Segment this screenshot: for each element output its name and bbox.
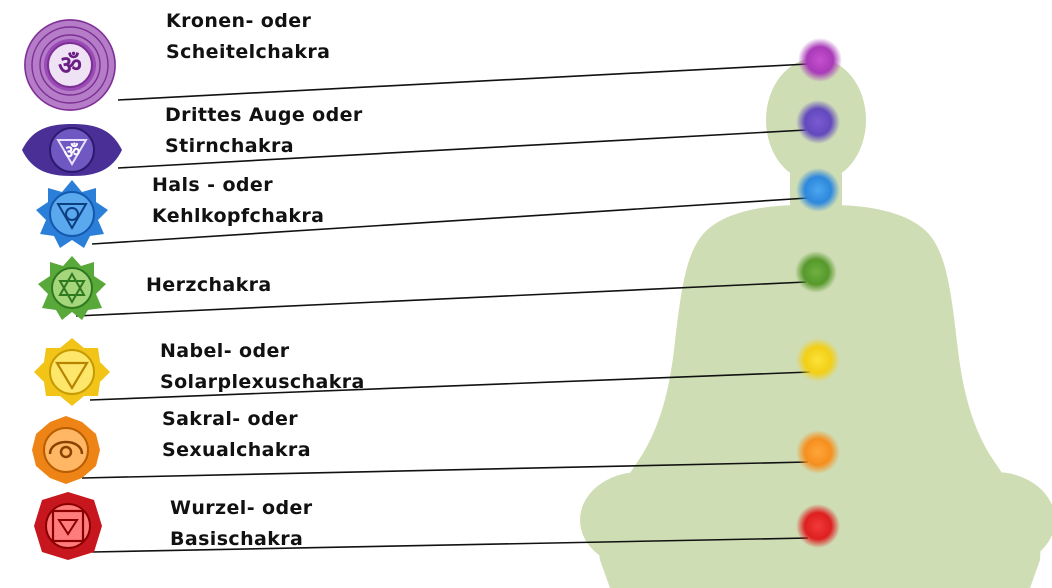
throat-chakra-label: Hals - oder Kehlkopfchakra — [152, 170, 324, 232]
heart-chakra-label-line1: Herzchakra — [146, 270, 272, 301]
third-eye-chakra-label: Drittes Auge oder Stirnchakra — [165, 100, 363, 162]
throat-chakra-label-line1: Hals - oder — [152, 170, 324, 201]
heart-dot — [795, 251, 837, 293]
solar-plexus-dot — [796, 338, 840, 382]
sacral-chakra-label: Sakral- oder Sexualchakra — [162, 404, 311, 466]
throat-dot — [796, 168, 840, 212]
crown-chakra-label: Kronen- oder Scheitelchakra — [166, 6, 330, 68]
crown-chakra-lotus-icon: ॐ — [24, 19, 116, 111]
solar-plexus-chakra-label: Nabel- oder Solarplexuschakra — [160, 336, 365, 398]
third-eye-dot — [796, 100, 840, 144]
root-chakra-icon — [34, 492, 102, 560]
solar-plexus-chakra-icon — [34, 338, 110, 406]
crown-chakra-label-line2: Scheitelchakra — [166, 37, 330, 68]
throat-chakra-icon — [36, 180, 108, 248]
sacral-chakra-icon — [32, 416, 100, 484]
solar-plexus-chakra-label-line2: Solarplexuschakra — [160, 367, 365, 398]
third-eye-chakra-label-line2: Stirnchakra — [165, 131, 363, 162]
third-eye-chakra-label-line1: Drittes Auge oder — [165, 100, 363, 131]
root-dot — [796, 504, 840, 548]
heart-chakra-label: Herzchakra — [146, 270, 272, 301]
sacral-chakra-label-line2: Sexualchakra — [162, 435, 311, 466]
heart-chakra-icon — [38, 256, 106, 320]
throat-chakra-label-line2: Kehlkopfchakra — [152, 201, 324, 232]
root-chakra-label-line1: Wurzel- oder — [170, 493, 313, 524]
solar-plexus-chakra-label-line1: Nabel- oder — [160, 336, 365, 367]
svg-text:ॐ: ॐ — [64, 142, 80, 163]
third-eye-chakra-icon: ॐ — [22, 124, 122, 176]
connector-line-crown — [118, 64, 808, 100]
root-chakra-label: Wurzel- oder Basischakra — [170, 493, 313, 555]
crown-chakra-label-line1: Kronen- oder — [166, 6, 330, 37]
sacral-dot — [796, 430, 840, 474]
svg-text:ॐ: ॐ — [58, 51, 82, 81]
root-chakra-label-line2: Basischakra — [170, 524, 313, 555]
sacral-chakra-label-line1: Sakral- oder — [162, 404, 311, 435]
crown-dot — [798, 38, 842, 82]
